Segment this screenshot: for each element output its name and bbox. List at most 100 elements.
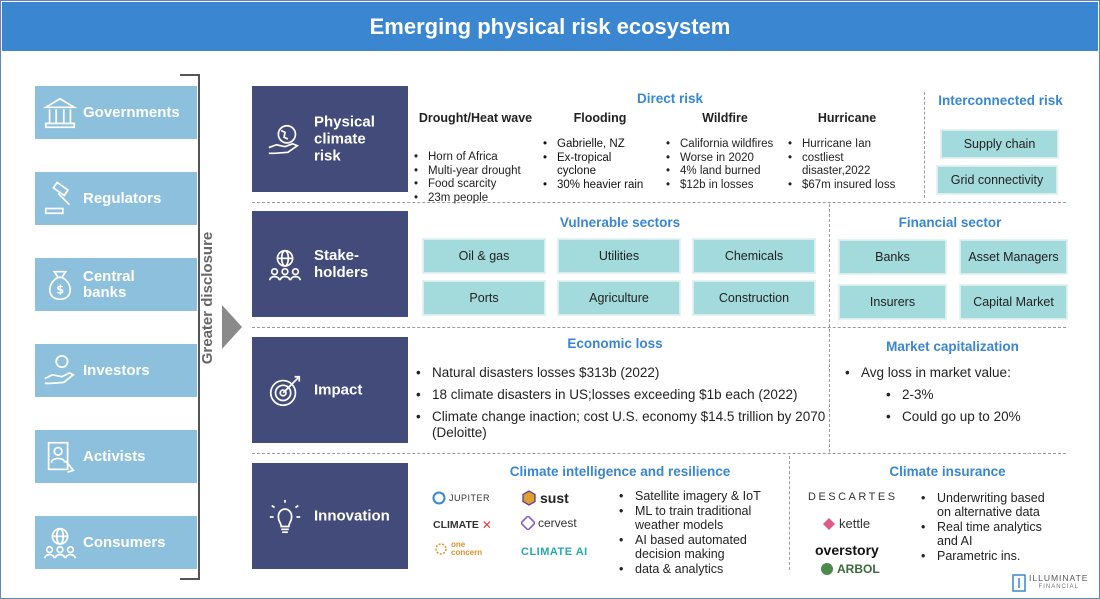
left-item-label: Activists — [83, 447, 146, 465]
left-item-label: Regulators — [83, 189, 162, 207]
row-innovation: Innovation — [252, 463, 408, 569]
cell-chemicals: Chemicals — [693, 239, 815, 273]
row-label: Innovation — [314, 507, 390, 525]
jupiter-logo-icon — [432, 491, 446, 505]
list-item: Food scarcity — [414, 178, 539, 192]
left-item-central-banks: $ Central banks — [35, 258, 197, 311]
list-item: costliest disaster,2022 — [788, 152, 892, 179]
list-item: Gabrielle, NZ — [543, 138, 663, 152]
list-item: Could go up to 20% — [886, 409, 1056, 425]
list-item: Satellite imagery & IoT — [619, 489, 784, 503]
left-item-regulators: Regulators — [35, 172, 197, 225]
logo-overstory: overstory — [815, 542, 879, 558]
list-item: Worse in 2020 — [666, 152, 791, 166]
logo-cervest: cervest — [521, 516, 577, 530]
logo-sust: sust — [521, 490, 569, 506]
cell-oil-gas: Oil & gas — [423, 239, 545, 273]
column-title: Flooding — [573, 111, 627, 125]
kettle-logo-icon — [823, 517, 835, 530]
cell-ports: Ports — [423, 281, 545, 315]
row-impact: Impact — [252, 337, 408, 443]
market-cap-list: Avg loss in market value: — [845, 365, 1055, 387]
divider — [924, 92, 925, 198]
cell-insurers: Insurers — [839, 285, 946, 319]
globe-hand-icon — [268, 124, 300, 155]
globe-people-icon — [43, 527, 77, 559]
cell-construction: Construction — [693, 281, 815, 315]
bank-building-icon — [42, 97, 78, 129]
list-item: 23m people — [414, 192, 539, 206]
list-item: ML to train traditional weather models — [619, 504, 784, 532]
logo-one-concern: one concern — [434, 541, 494, 557]
row-label: Physical climate risk — [314, 113, 375, 165]
climate-ins-list: Underwriting based on alternative data R… — [921, 491, 1061, 564]
flooding-list: Gabrielle, NZ Ex-tropical cyclone 30% he… — [543, 138, 663, 192]
hand-coin-icon — [44, 354, 75, 385]
logo-text: FINANCIAL — [1038, 584, 1079, 590]
list-item: AI based automated decision making — [619, 533, 784, 561]
list-item: 4% land burned — [666, 165, 791, 179]
left-item-label: Central banks — [83, 267, 135, 301]
list-item: 18 climate disasters in US;losses exceed… — [416, 387, 826, 403]
financial-header: Financial sector — [898, 215, 1002, 230]
market-cap-sublist: 2-3% Could go up to 20% — [886, 387, 1056, 431]
person-document-icon — [47, 441, 75, 474]
cell-capital-market: Capital Market — [960, 285, 1067, 319]
list-item: Underwriting based on alternative data — [921, 491, 1061, 519]
list-item: 30% heavier rain — [543, 179, 663, 193]
left-item-consumers: Consumers — [35, 516, 197, 569]
drought-list: Horn of Africa Multi-year drought Food s… — [414, 151, 539, 205]
interconnected-header: Interconnected risk — [938, 93, 1063, 108]
cell-supply-chain: Supply chain — [941, 130, 1058, 158]
column-title: Wildfire — [702, 111, 748, 125]
globe-people-icon — [268, 249, 302, 281]
column-title: Drought/Heat wave — [418, 111, 533, 125]
divider — [252, 453, 1066, 454]
hurricane-list: Hurricane Ian costliest disaster,2022 $6… — [788, 138, 918, 192]
list-item: Horn of Africa — [414, 151, 539, 165]
list-item: $67m insured loss — [788, 179, 918, 193]
row-stakeholders: Stake-holders — [252, 211, 408, 317]
cell-utilities: Utilities — [558, 239, 680, 273]
economic-loss-header: Economic loss — [567, 336, 663, 351]
left-item-label: Governments — [83, 103, 180, 121]
illuminate-financial-logo: ILLUMINATE FINANCIAL — [1012, 573, 1094, 593]
row-label: Impact — [314, 381, 363, 399]
divider — [252, 202, 1066, 203]
divider — [829, 204, 830, 452]
climate-intel-list: Satellite imagery & IoT ML to train trad… — [619, 489, 784, 577]
one-concern-logo-icon — [435, 543, 447, 555]
left-item-governments: Governments — [35, 86, 197, 139]
svg-text:$: $ — [56, 283, 64, 297]
economic-loss-list: Natural disasters losses $313b (2022) 18… — [416, 365, 826, 447]
logo-descartes: DESCARTES — [808, 491, 898, 503]
vulnerable-header: Vulnerable sectors — [559, 215, 681, 230]
left-item-label: Consumers — [83, 533, 166, 551]
disclosure-bracket — [180, 74, 200, 580]
column-title: Hurricane — [817, 111, 877, 125]
logo-text: ILLUMINATE — [1029, 573, 1089, 583]
list-item: Parametric ins. — [921, 549, 1061, 563]
row-label: Stake-holders — [314, 247, 369, 281]
list-item: Natural disasters losses $313b (2022) — [416, 365, 826, 381]
gavel-icon — [44, 181, 71, 215]
list-item: Ex-tropical cyclone — [543, 152, 631, 179]
page-title: Emerging physical risk ecosystem — [2, 2, 1098, 51]
left-item-activists: Activists — [35, 430, 197, 483]
list-item: data & analytics — [619, 562, 784, 576]
climate-intel-header: Climate intelligence and resilience — [509, 464, 731, 479]
left-item-label: Investors — [83, 361, 150, 379]
left-item-investors: Investors — [35, 344, 197, 397]
row-physical-climate-risk: Physical climate risk — [252, 86, 408, 192]
sust-logo-icon — [522, 490, 536, 506]
logo-climate-x: CLIMATE ✕ — [433, 518, 492, 532]
list-item: $12b in losses — [666, 179, 791, 193]
market-cap-header: Market capitalization — [886, 339, 1019, 354]
illuminate-logo-icon — [1012, 574, 1026, 592]
divider — [789, 456, 790, 570]
money-bag-icon: $ — [48, 270, 72, 301]
chevron-right-icon — [222, 305, 242, 349]
cell-agriculture: Agriculture — [558, 281, 680, 315]
list-item: California wildfires — [666, 138, 791, 152]
target-arrow-icon — [269, 375, 301, 407]
